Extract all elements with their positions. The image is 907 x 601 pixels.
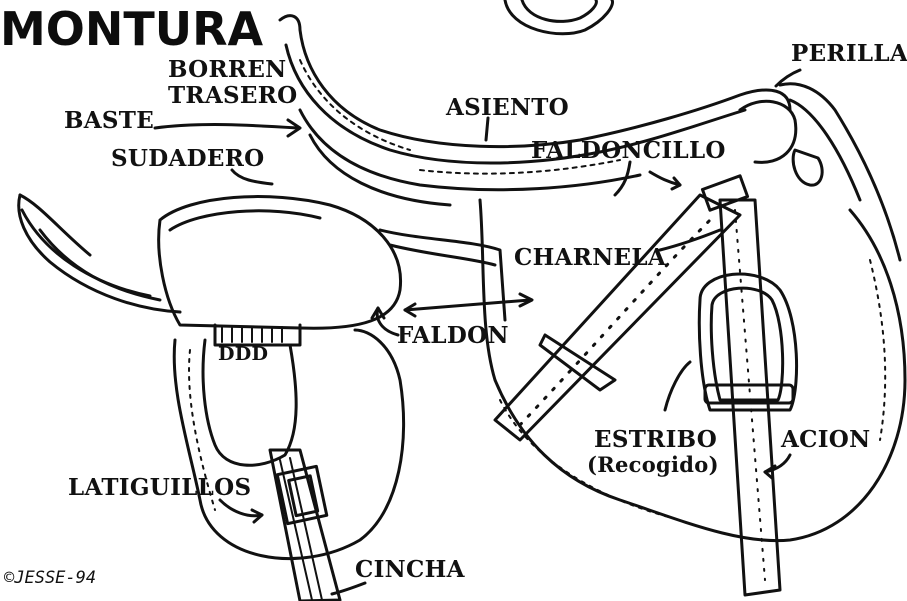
arrow-baste: [155, 125, 298, 128]
label-cincha: CINCHA: [355, 558, 465, 581]
arrow-estribo: [665, 362, 690, 410]
label-asiento: ASIENTO: [446, 96, 569, 119]
pommel: [740, 101, 796, 162]
label-sudadero: SUDADERO: [111, 147, 264, 170]
cantle-outline: [280, 16, 790, 147]
label-baste: BASTE: [64, 109, 154, 132]
label-borren-trasero-2: TRASERO: [168, 84, 297, 107]
label-acion: ACION: [781, 428, 870, 451]
billet-marks: DDD: [218, 345, 268, 364]
label-charnela: CHARNELA: [514, 246, 666, 269]
label-faldon: FALDON: [397, 324, 509, 347]
label-borren-trasero-1: BORREN: [168, 58, 287, 81]
label-estribo: ESTRIBO: [594, 428, 717, 451]
diagram-title: MONTURA: [0, 6, 263, 52]
d-ring: [793, 150, 822, 185]
label-estribo-recogido: (Recogido): [587, 454, 719, 475]
arrow-faldon-long: [405, 300, 530, 310]
saddle-left-panel: [159, 197, 401, 329]
label-faldoncillo: FALDONCILLO: [531, 139, 726, 162]
arrow-asiento: [486, 118, 488, 140]
arrow-charnela: [660, 230, 720, 250]
artist-credit: ©JESSE-94: [4, 570, 96, 587]
label-perilla: PERILLA: [791, 42, 907, 65]
arrow-sudadero: [232, 170, 272, 184]
label-latiguillos: LATIGUILLOS: [68, 476, 251, 499]
